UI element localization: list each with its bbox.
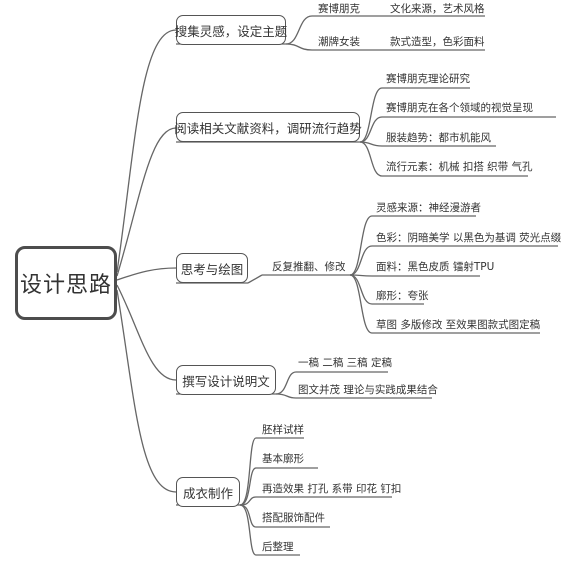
- node-style-color-fabric[interactable]: 款式造型，色彩面料: [390, 36, 485, 48]
- node-streetwear-women[interactable]: 潮牌女装: [318, 36, 360, 48]
- node-sample-fitting[interactable]: 胚样试样: [262, 424, 304, 436]
- node-cyberpunk[interactable]: 赛博朋克: [318, 3, 360, 15]
- topic-node-inspiration[interactable]: 搜集灵感，设定主题: [175, 15, 287, 45]
- root-node[interactable]: 设计思路: [15, 246, 117, 320]
- node-accessories[interactable]: 搭配服饰配件: [262, 512, 325, 524]
- node-sketch[interactable]: 草图 多版修改 至效果图款式图定稿: [376, 319, 541, 331]
- node-silhouette[interactable]: 廓形：夸张: [376, 290, 429, 302]
- node-basic-silhouette[interactable]: 基本廓形: [262, 453, 304, 465]
- node-drafts[interactable]: 一稿 二稿 三稿 定稿: [298, 357, 393, 369]
- node-trend-elements[interactable]: 流行元素：机械 扣搭 织带 气孔: [386, 161, 533, 173]
- node-cyberpunk-theory[interactable]: 赛博朋克理论研究: [386, 73, 470, 85]
- node-cyberpunk-visuals[interactable]: 赛博朋克在各个领域的视觉呈现: [386, 102, 533, 114]
- node-culture-art-style[interactable]: 文化来源，艺术风格: [390, 3, 485, 15]
- node-finishing[interactable]: 后整理: [262, 541, 294, 553]
- topic-node-thinking-drawing[interactable]: 思考与绘图: [176, 253, 248, 283]
- topic-node-research[interactable]: 阅读相关文献资料，调研流行趋势: [174, 112, 362, 142]
- node-fashion-trend[interactable]: 服装趋势：都市机能风: [386, 132, 491, 144]
- node-revise-repeatedly[interactable]: 反复推翻、修改: [272, 261, 346, 273]
- node-fabric[interactable]: 面料：黑色皮质 镭射TPU: [376, 261, 495, 273]
- node-inspiration-source[interactable]: 灵感来源：神经漫游者: [376, 202, 481, 214]
- topic-node-garment-making[interactable]: 成衣制作: [176, 477, 240, 507]
- node-reconstruction-effect[interactable]: 再造效果 打孔 系带 印花 钉扣: [262, 483, 402, 495]
- topic-node-design-statement[interactable]: 撰写设计说明文: [176, 365, 276, 395]
- node-illustrated-theory[interactable]: 图文并茂 理论与实践成果结合: [298, 384, 438, 396]
- node-color[interactable]: 色彩：阴暗美学 以黑色为基调 荧光点缀: [376, 232, 562, 244]
